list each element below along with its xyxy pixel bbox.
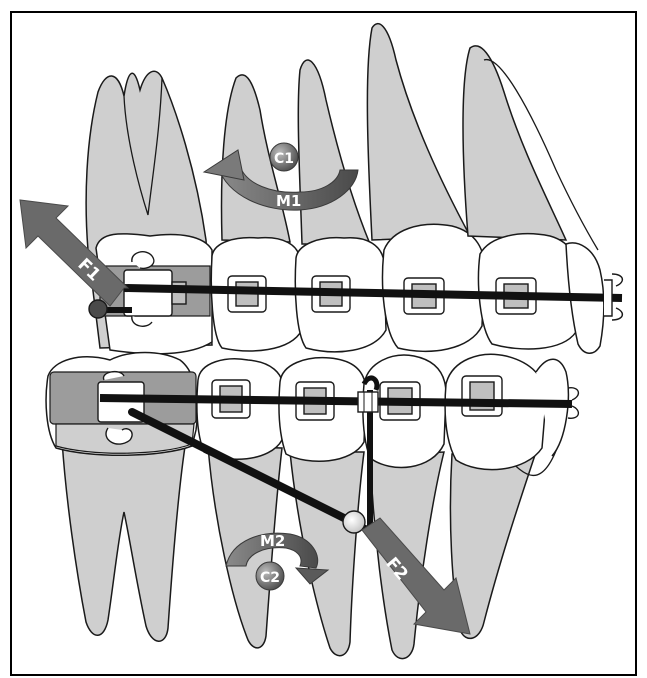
center-label-c1: C1	[274, 151, 294, 167]
center-marker-c1: C1	[270, 143, 298, 171]
center-label-c2: C2	[260, 570, 280, 586]
center-marker-c2: C2	[256, 562, 284, 590]
moment-label-m1: M1	[276, 192, 301, 210]
moment-label-m2: M2	[260, 532, 285, 550]
